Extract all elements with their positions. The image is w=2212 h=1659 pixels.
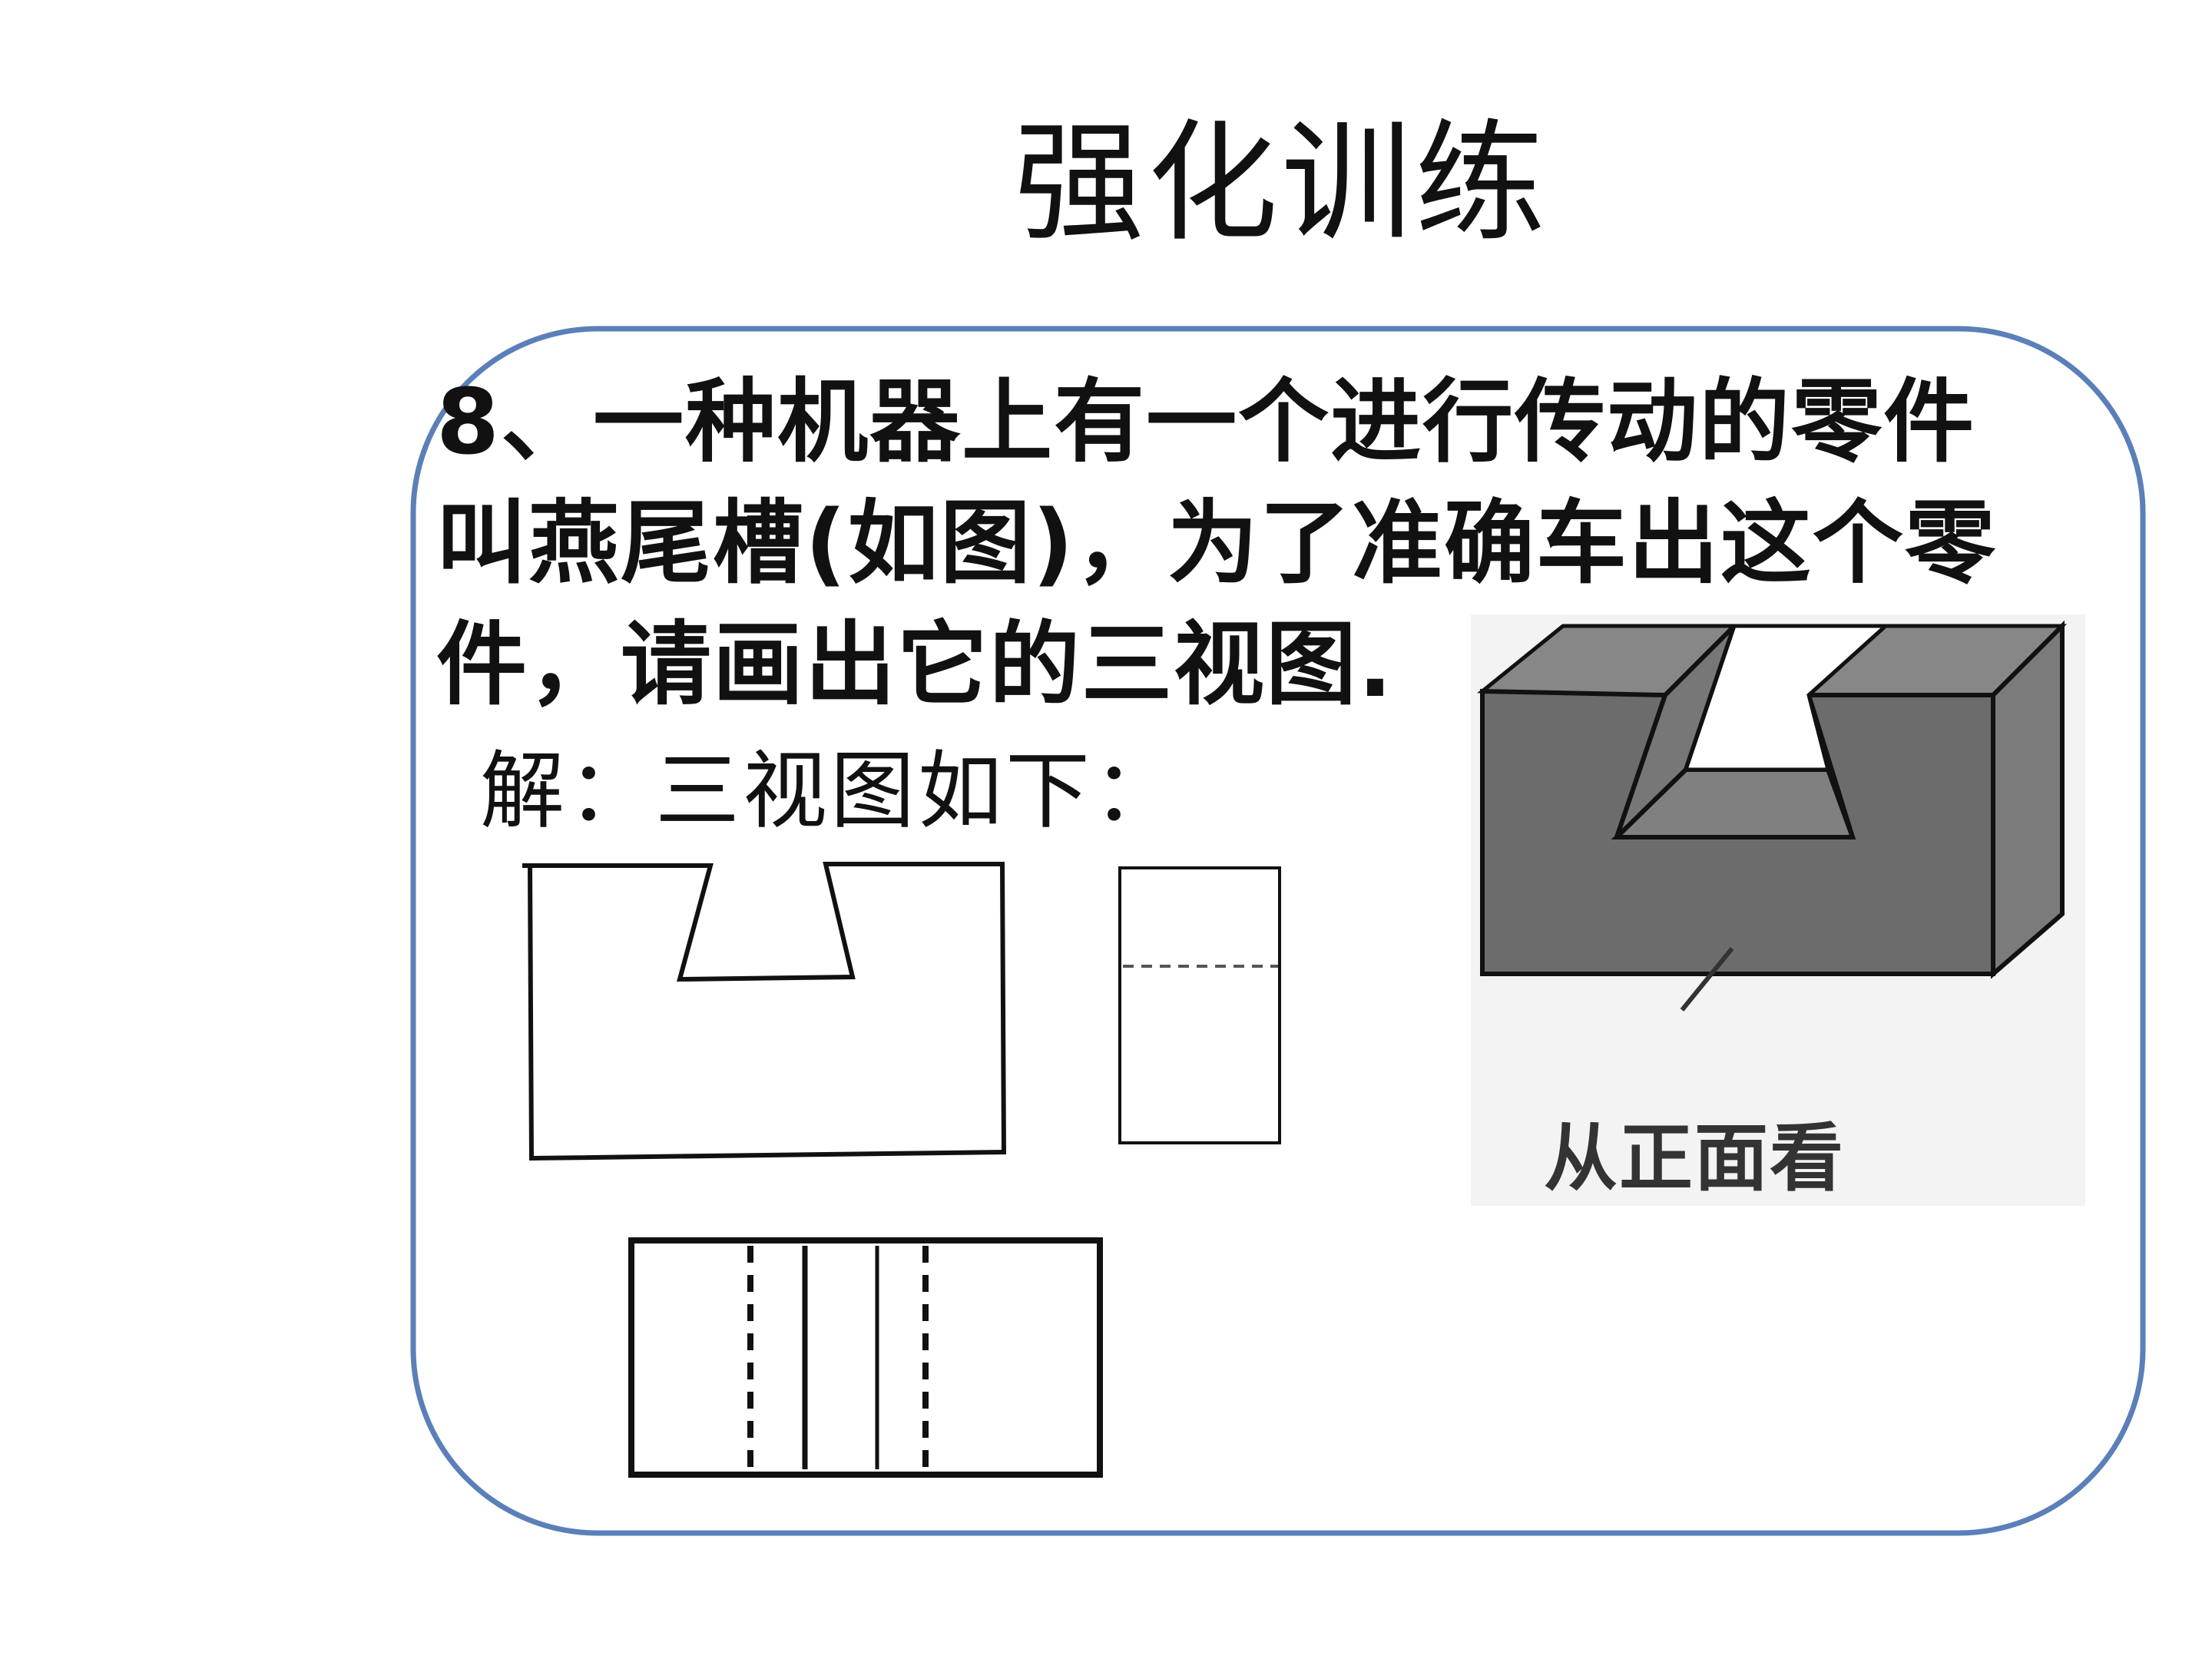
answer-text: 解：三视图如下： xyxy=(480,742,1181,840)
caption-pointer-line xyxy=(1680,947,1734,1012)
problem-line-2: 叫燕尾槽(如图)，为了准确车出这个零 xyxy=(436,490,1997,596)
frame-border xyxy=(410,326,2146,1536)
side-view-outline xyxy=(1118,866,1281,1144)
problem-number: 8 xyxy=(436,369,502,475)
slide-title: 强化训练 xyxy=(1014,108,1549,260)
problem-line-3: 件，请画出它的三视图. xyxy=(436,611,1394,717)
top-view-outline xyxy=(628,1237,1103,1478)
problem-statement: 8、一种机器上有一个进行传动的零件 叫燕尾槽(如图)，为了准确车出这个零 件，请… xyxy=(436,361,2126,725)
solid-side-face xyxy=(1991,620,2065,979)
solid-slot-back-opening xyxy=(1683,624,1891,772)
problem-line-1: 8、一种机器上有一个进行传动的零件 xyxy=(436,369,1976,475)
figure-caption: 从正面看 xyxy=(1544,1114,1845,1201)
front-view-outline xyxy=(522,862,1007,1161)
